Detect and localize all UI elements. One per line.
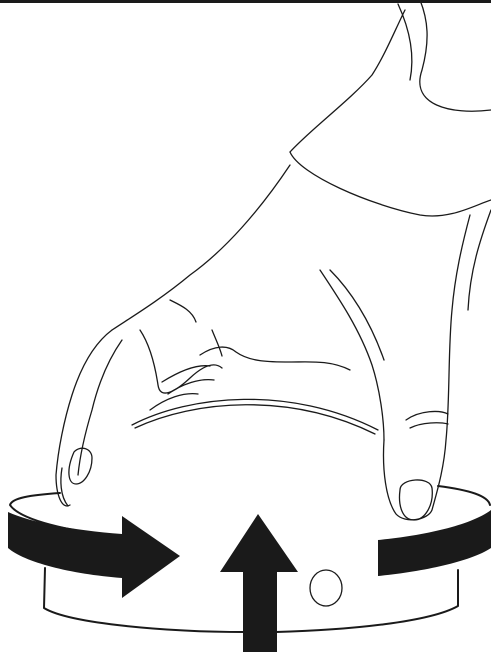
tendon-2 (212, 330, 222, 356)
middle-finger (140, 330, 222, 393)
index-finger-inner (78, 340, 122, 475)
index-nail (69, 448, 92, 484)
index-tip (61, 468, 68, 506)
hand-right-edge-2 (468, 210, 491, 310)
palm-inner-2 (330, 270, 384, 360)
cap-bottom-right (276, 570, 458, 632)
hand-back-left (112, 165, 290, 330)
cap-hole (310, 570, 342, 606)
hand (56, 0, 491, 520)
tendon-1 (170, 300, 196, 322)
wrist-cuff (290, 152, 491, 216)
cap-rim-top-right (438, 486, 490, 505)
thumb-crease-1 (406, 412, 448, 420)
rotate-right-arrow-icon (378, 510, 491, 576)
forearm-crease (398, 4, 412, 80)
finger-knuckle-2 (168, 380, 214, 394)
thumb-nail (400, 480, 433, 520)
hand-right-edge (384, 215, 471, 520)
thumb-crease-2 (410, 423, 448, 428)
finger-knuckle-3 (150, 394, 198, 410)
ring-finger (200, 347, 350, 370)
rotate-left-arrow-icon (8, 512, 180, 598)
wrist-top (290, 10, 405, 152)
wrist-top-right (420, 0, 491, 111)
